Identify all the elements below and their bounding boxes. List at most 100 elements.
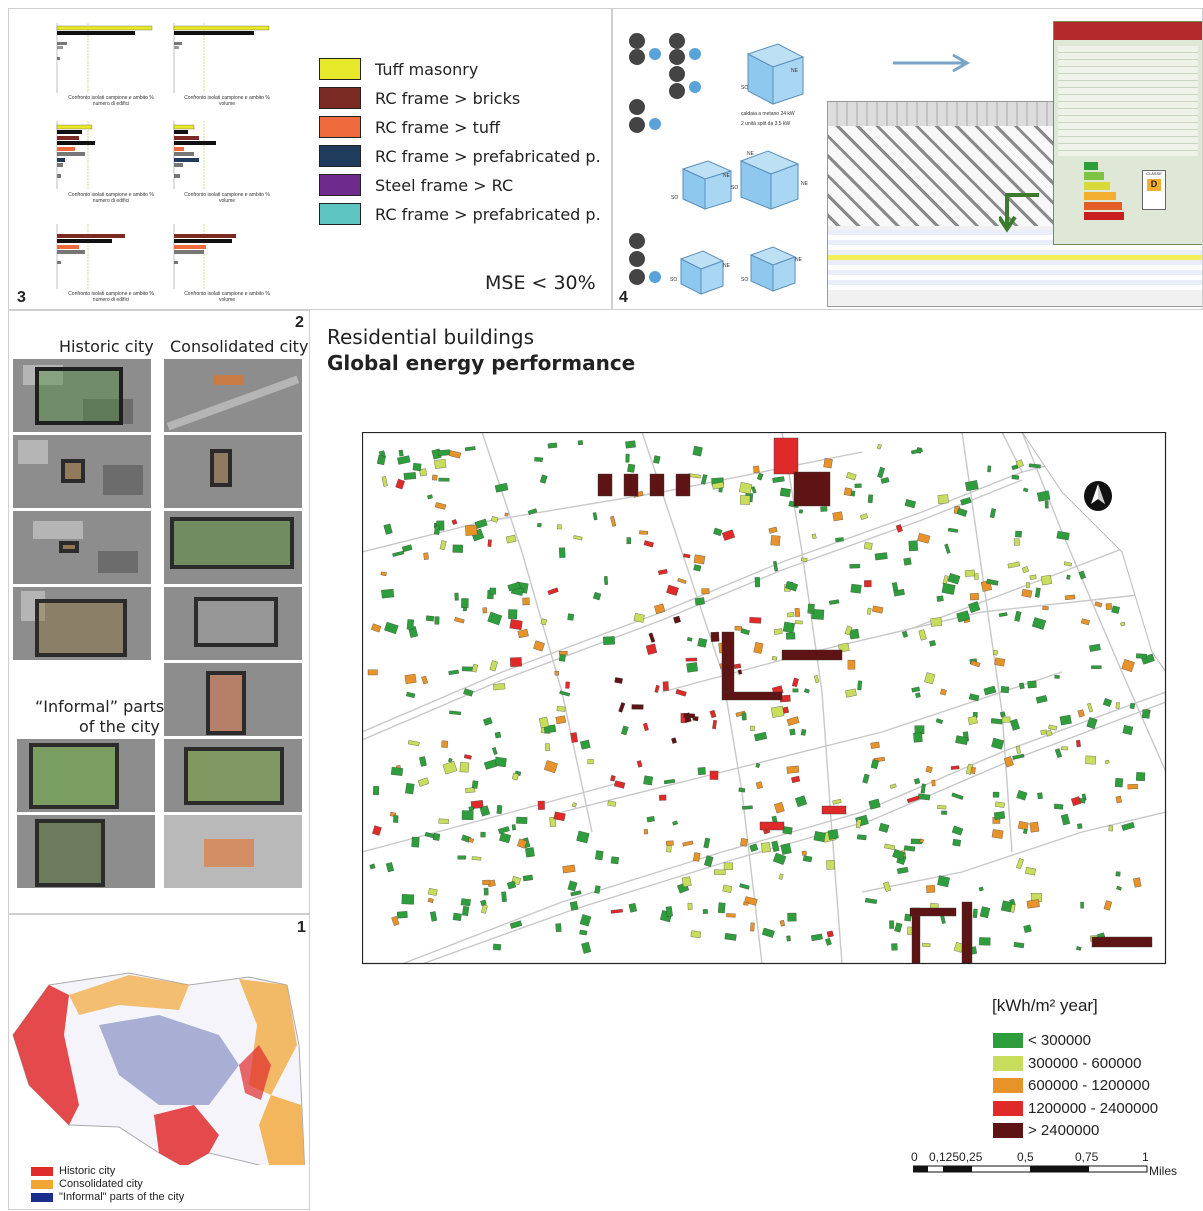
orient-so-4: SO xyxy=(670,277,677,283)
building xyxy=(501,891,507,902)
north-arrow-icon xyxy=(1084,481,1112,511)
legend-swatch xyxy=(319,174,361,196)
building xyxy=(603,636,615,645)
building xyxy=(897,866,909,874)
building xyxy=(857,834,867,841)
building xyxy=(1115,702,1120,709)
legend-label: Consolidated city xyxy=(59,1178,143,1190)
building xyxy=(558,651,568,655)
map-title-line2: Global energy performance xyxy=(327,351,636,375)
building xyxy=(829,599,840,605)
building xyxy=(778,873,784,880)
building xyxy=(618,702,626,713)
building xyxy=(562,864,576,874)
building xyxy=(721,529,736,541)
building xyxy=(653,455,661,464)
building xyxy=(559,690,571,697)
historic-tile-2 xyxy=(13,435,151,508)
building xyxy=(876,443,882,450)
building xyxy=(461,810,474,820)
building xyxy=(986,578,999,586)
building xyxy=(914,778,921,785)
building xyxy=(434,616,440,625)
building xyxy=(567,613,574,621)
building xyxy=(1059,714,1072,726)
building xyxy=(489,660,498,672)
building xyxy=(1066,574,1071,580)
building xyxy=(1116,885,1122,891)
building xyxy=(465,787,476,794)
building xyxy=(1017,821,1029,831)
building xyxy=(538,716,550,729)
building xyxy=(448,669,459,676)
building xyxy=(1121,822,1135,831)
building xyxy=(592,591,602,601)
building xyxy=(465,524,478,536)
building xyxy=(931,779,936,787)
consolidated-tile-2 xyxy=(164,435,302,508)
energy-class-value: D xyxy=(1147,179,1161,191)
building xyxy=(854,483,862,488)
building xyxy=(911,907,921,964)
building xyxy=(947,573,961,585)
building xyxy=(990,718,1003,725)
building xyxy=(880,477,890,484)
building xyxy=(1000,900,1013,913)
building xyxy=(494,482,509,493)
building xyxy=(685,657,698,662)
building xyxy=(956,610,971,623)
building xyxy=(1036,490,1051,502)
thumb-caption-3: Confronto isolati campione e ambito % nu… xyxy=(68,192,154,204)
building xyxy=(614,780,626,789)
building xyxy=(510,657,522,667)
building xyxy=(1077,709,1085,718)
thumb-caption-1: Confronto isolati campione e ambito % nu… xyxy=(68,95,154,107)
building xyxy=(697,637,708,648)
building xyxy=(1091,665,1102,669)
orient-so-1: SO xyxy=(741,85,748,91)
building xyxy=(870,759,879,770)
building xyxy=(610,908,623,914)
building xyxy=(534,457,543,462)
historic-tile-4 xyxy=(13,587,151,660)
building xyxy=(373,786,380,796)
building xyxy=(509,920,523,929)
building xyxy=(786,935,791,942)
building xyxy=(595,850,604,861)
orient-ne-6: NE xyxy=(795,257,803,263)
building xyxy=(693,554,706,565)
building xyxy=(889,920,894,929)
building xyxy=(681,876,692,888)
building xyxy=(1003,756,1014,768)
legend-swatch xyxy=(31,1192,53,1202)
building xyxy=(978,886,984,892)
building xyxy=(787,612,795,618)
building xyxy=(701,474,708,485)
building xyxy=(507,581,521,592)
certificate-form xyxy=(1058,46,1198,156)
building xyxy=(964,569,976,577)
building xyxy=(459,762,470,773)
building xyxy=(683,553,691,559)
building xyxy=(627,463,636,473)
building xyxy=(434,525,441,535)
building xyxy=(786,716,800,726)
legend-label: Historic city xyxy=(59,1165,116,1177)
building xyxy=(697,767,706,776)
informal-title-1: “Informal” parts xyxy=(35,697,165,716)
building xyxy=(750,922,755,932)
building xyxy=(1056,530,1070,541)
building xyxy=(643,722,649,731)
building xyxy=(537,800,545,810)
energy-class-bars xyxy=(1084,162,1124,222)
building xyxy=(849,628,860,640)
panel-main-energy-map: Residential buildings Global energy perf… xyxy=(310,310,1203,1210)
building xyxy=(404,673,417,685)
building xyxy=(742,805,753,810)
building xyxy=(992,791,1000,798)
building xyxy=(483,759,498,770)
legend-swatch xyxy=(993,1033,1023,1048)
thumb-chart-3 xyxy=(56,121,95,189)
building xyxy=(779,919,786,927)
legend-label: < 300000 xyxy=(1028,1032,1091,1049)
